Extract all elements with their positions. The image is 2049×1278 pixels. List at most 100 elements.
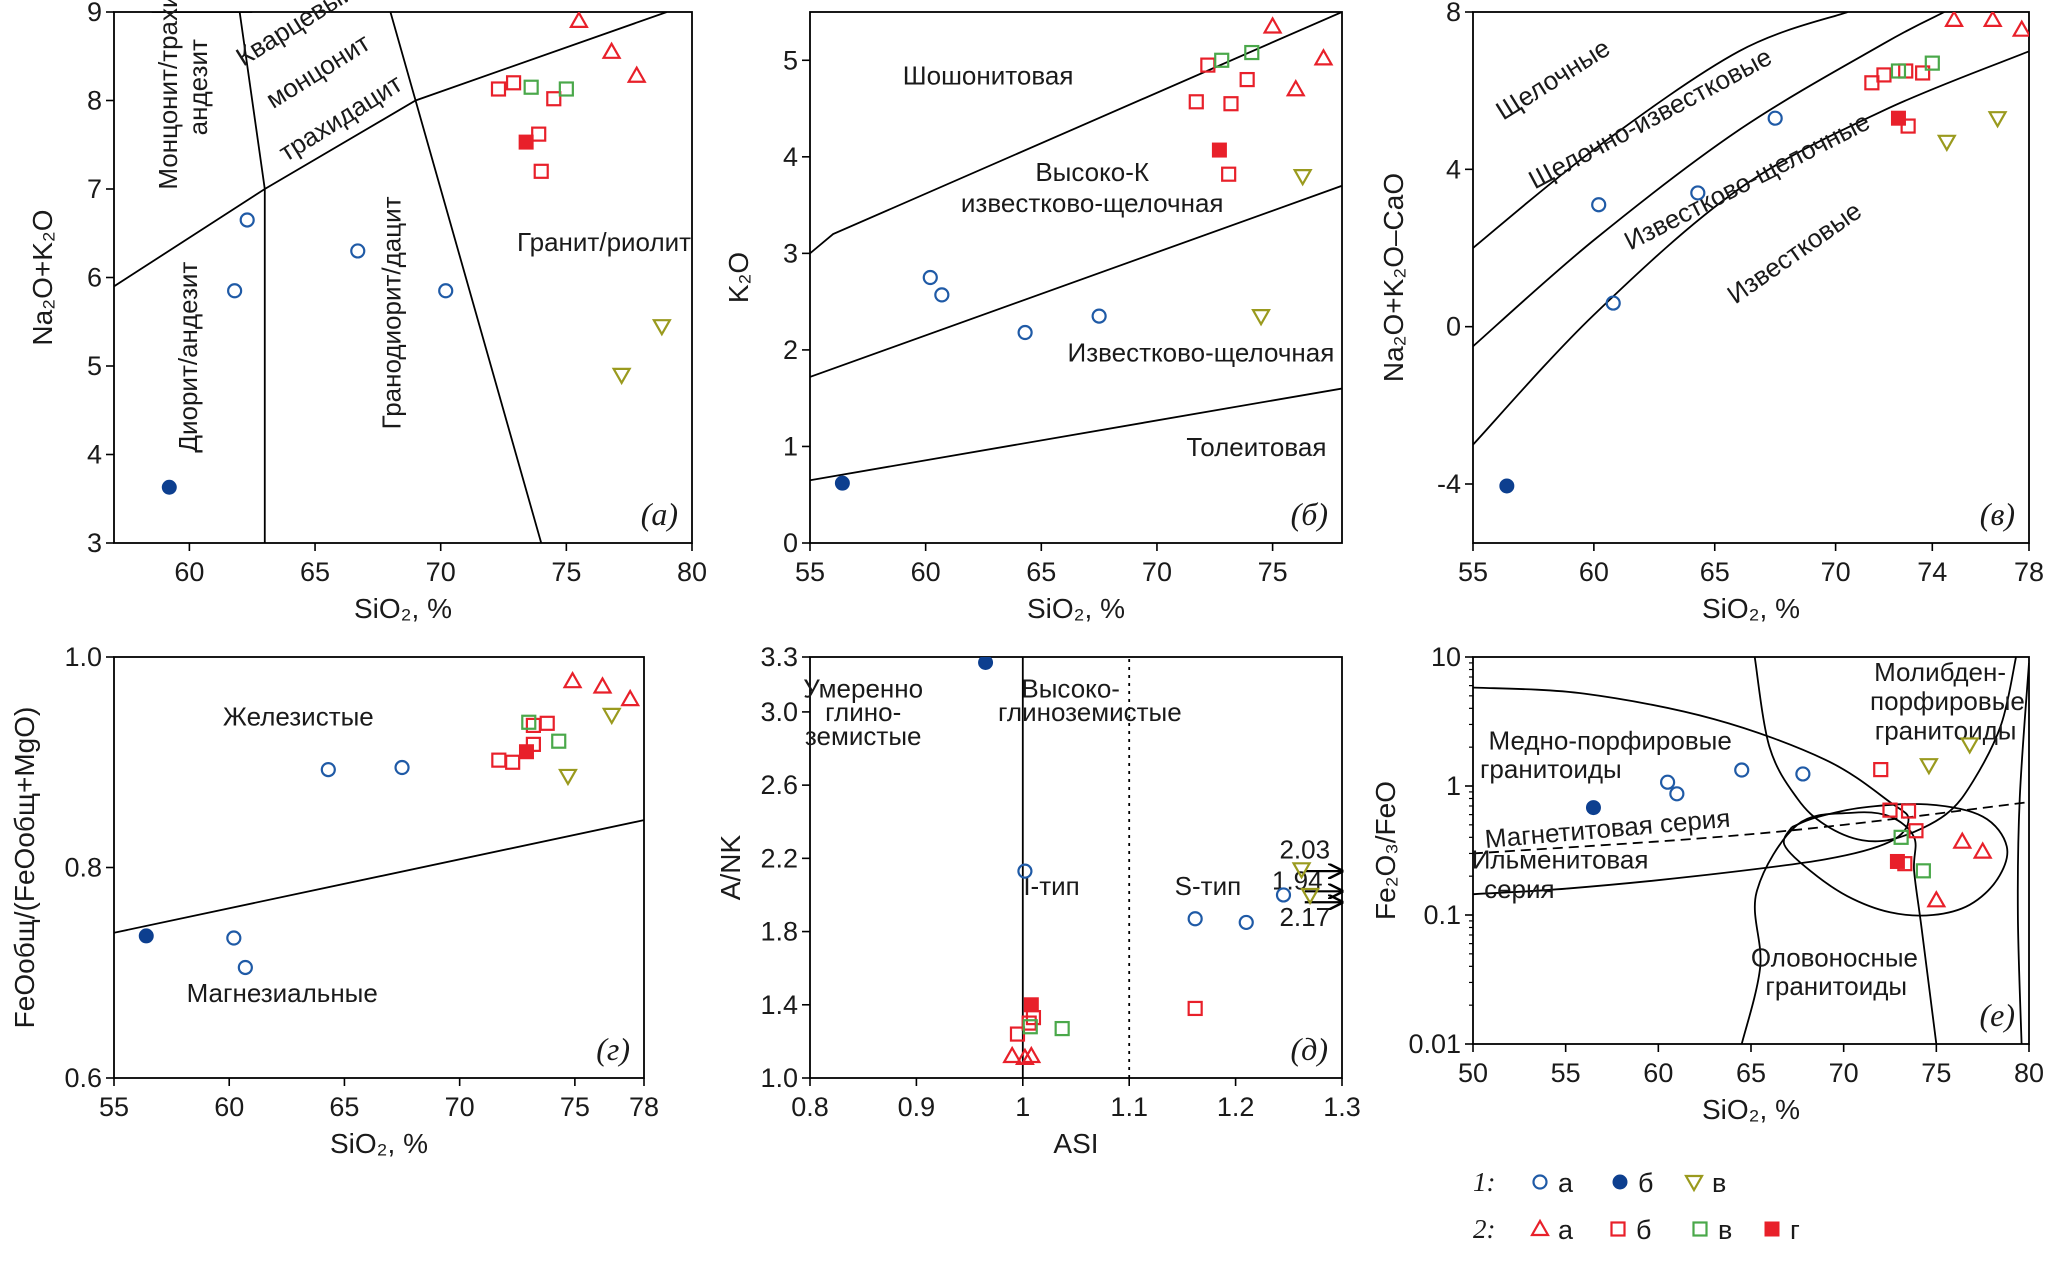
panel-g-ytick-label: 0.8 [64,853,102,883]
panel-d-ylabel: A/NK [715,835,746,901]
panel-e-point-tri_up [1972,841,1993,859]
panel-a-point-circle [227,283,243,299]
panel-b-point-square [1214,52,1230,68]
panel-b-point-square [1244,44,1260,61]
panel-e-region-label: серия [1484,874,1555,904]
panel-d-ytick-label: 2.2 [760,843,798,873]
panel-v-boundary-line [1473,12,1945,348]
panel-b-xtick-label: 60 [911,557,941,587]
panel-a-region-label: Гранит/риолит [517,227,691,257]
panel-b-ytick-label: 0 [783,528,798,558]
panel-g-point-square [491,752,507,768]
panel-e-point-square [1915,863,1931,879]
panel-g-label: (г) [596,1031,630,1067]
panel-e-ytick-label: 0.01 [1408,1029,1461,1059]
panel-e-points [1585,737,1993,908]
panel-e-region-label: Ильменитовая [1472,844,1649,874]
panel-v-boundaries [1473,12,2029,446]
panel-a-boundary-line [414,100,543,543]
panel-b-xtick-label: 55 [795,557,825,587]
panel-b-ytick-label: 2 [783,335,798,365]
panel-v-points [1499,12,2029,494]
panel-g-point-tri_up [592,676,613,694]
panel-g-ylabel: FeOобщ/(FeOобщ+MgO) [9,707,40,1029]
panel-a-point-tri_down [611,367,632,386]
panel-b-boundary-line [810,184,1342,378]
panel-v-point-circle [1591,197,1607,213]
panel-d-ytick-label: 2.6 [760,770,798,800]
panel-e-point-square_filled [1889,853,1905,869]
panel-b-region-label: известково-щелочная [961,188,1224,218]
panel-b-xtick-label: 70 [1142,557,1172,587]
panel-g-frame [113,656,645,1079]
panel-g-region-label: Железистые [223,701,374,731]
panel-a-point-square [533,163,549,179]
panel-d-region-label: S-тип [1175,871,1242,901]
panel-e-xtick-label: 80 [2014,1058,2044,1088]
panel-b-boundaries [810,12,1342,482]
panel-e-ytick-label: 0.1 [1423,900,1461,930]
panel-g-point-tri_up [562,670,583,689]
panel-a-ytick-label: 6 [87,263,102,293]
panel-g-point-tri_down [601,707,622,726]
panel-d-xtick-label: 1.1 [1110,1092,1148,1122]
panel-a-point-tri_down [651,319,672,337]
panel-e-point-square [1882,802,1898,818]
panel-g-xtick-label: 65 [329,1092,359,1122]
panel-d-annotation: 2.17 [1279,902,1330,932]
panel-e-dashed-boundary [1473,801,2029,855]
panel-e-boundary-line [1753,657,2017,843]
panel-b-xtick-label: 75 [1258,557,1288,587]
panel-d-xtick-label: 1 [1015,1092,1030,1122]
panel-d-points [978,657,1320,1065]
panel-e-region-label: Медно-порфировые [1489,725,1732,755]
panel-g-point-square [521,714,537,730]
panel-b-point-square [1239,71,1255,88]
panel-a-point-circle_filled [161,479,177,495]
panel-g-xtick-label: 60 [214,1092,244,1122]
panel-g-point-square [551,733,567,749]
panel-d-point-square_filled [1023,997,1039,1013]
panel-v-ytick-label: -4 [1437,469,1461,499]
panel-e-region-label: Оловоносные [1751,942,1918,972]
panel-e-region-label: гранитоиды [1875,715,2017,745]
panel-e-ylabel: Fe₂O₃/FeO [1370,781,1401,920]
panel-b-point-tri_up [1262,16,1283,34]
panel-g-point-square_filled [518,744,534,760]
panel-v-point-square [1900,118,1916,134]
panel-b-region-label: Толеитовая [1186,432,1326,462]
panel-b-points [834,16,1334,491]
panel-b-point-circle_filled [834,475,850,491]
panel-g-points [138,670,641,976]
panel-v-point-square [1915,65,1931,81]
panel-b-point-circle [934,287,950,303]
panel-a-point-square [523,79,539,95]
panel-g-xlabel: SiO₂, % [330,1128,428,1159]
panel-e-point-circle [1795,766,1811,782]
panel-a-ytick-label: 7 [87,174,102,204]
panel-d-ytick-label: 3.3 [760,642,798,672]
panel-v-ytick-label: 0 [1446,312,1461,342]
panel-a-point-square [558,81,574,97]
panel-b-point-square_filled [1211,142,1227,158]
panel-a-point-circle [438,283,454,299]
panel-b-region-label: Шошонитовая [903,60,1074,90]
panel-b-point-tri_down [1292,169,1313,187]
panel-g-xtick-label: 55 [99,1092,129,1122]
panel-a-point-square [490,81,507,97]
panel-d-point-tri_down [1300,887,1320,906]
legend-marker-tri_up [1530,1218,1550,1237]
panel-g-point-circle [394,759,410,776]
panel-b-label: (б) [1291,496,1328,532]
legend-item-label: б [1638,1168,1653,1198]
panel-e-xtick-label: 70 [1829,1058,1859,1088]
panel-e-point-circle_filled [1585,800,1601,816]
panel-d-xlabel: ASI [1053,1128,1098,1159]
panel-v-point-circle [1690,185,1706,201]
legend-row2-label: 2: [1473,1214,1496,1244]
panel-v-point-tri_down [1987,111,2008,129]
legend-marker-square [1610,1221,1626,1237]
